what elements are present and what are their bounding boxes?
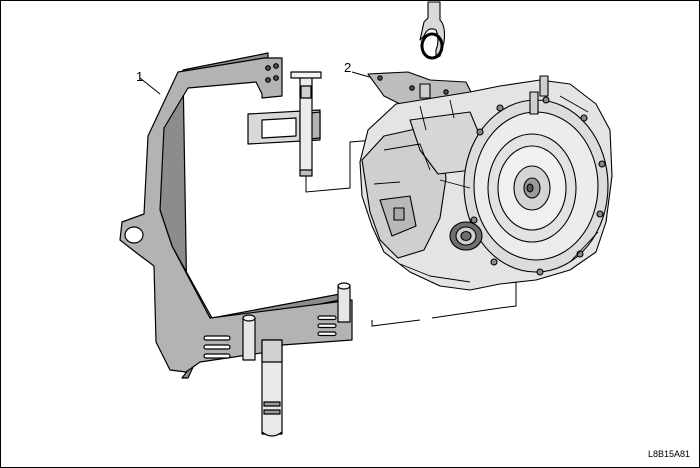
differential-housing: [361, 127, 447, 259]
fixture-lug-hole: [124, 226, 144, 244]
holding-fixture: [119, 52, 353, 437]
lower-small-pin: [242, 317, 256, 361]
right-pin: [337, 285, 351, 323]
callout-2: 2: [344, 60, 351, 75]
lifting-hook: [419, 1, 446, 59]
slot-group: [203, 315, 337, 359]
transaxle-assembly: [359, 1, 613, 291]
fixture-frame: [119, 57, 353, 373]
callout-1: 1: [136, 69, 143, 84]
figure-code: L8B15A81: [648, 449, 690, 459]
